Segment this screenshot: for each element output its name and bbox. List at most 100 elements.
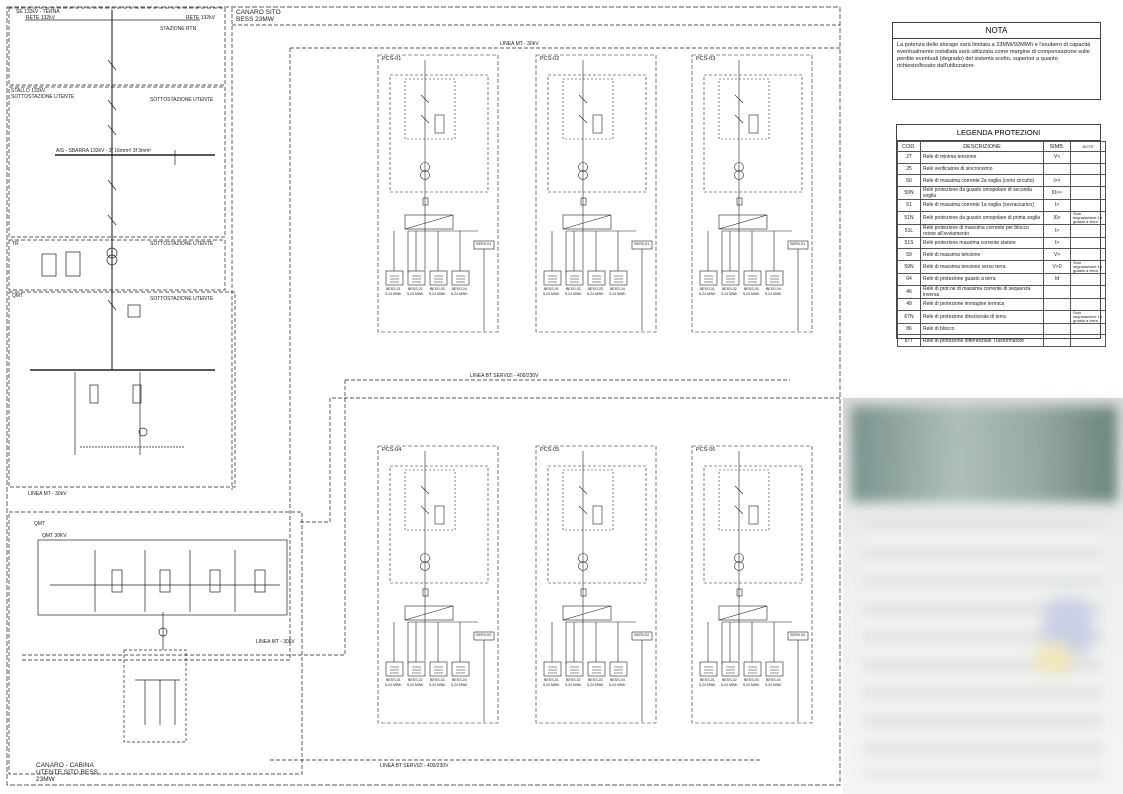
qmt30-label: QMT 30KV [42,533,67,539]
pcs-block [535,54,657,333]
legenda-cod: 59 [897,248,921,262]
legenda-desc: Relè verificatore di sincronismo [920,162,1044,176]
legenda-cod: 27 [897,151,921,164]
bess-label: BESS-01 [700,678,715,682]
legenda-cod: 50N [897,186,921,201]
legenda-note [1070,174,1106,188]
legenda-cod: 51S [897,236,921,250]
bess-label: BESS-02 [408,678,423,682]
pcs-block [377,54,499,333]
legenda-simb [1043,334,1071,347]
legenda-cod: 59N [897,260,921,275]
qmt-label: QMT [12,293,24,299]
stallo-label: STALLO 132kV SOTTOSTAZIONE UTENTE [11,88,75,100]
legenda-cod: 25 [897,162,921,176]
bess-cabinet [385,661,404,677]
legenda-simb [1043,162,1071,176]
bess-label: BESS-04 [610,287,625,291]
bess-capacity: 5,24 MWh [609,683,626,687]
legenda-desc: Relè di protezione guasto a terra [920,273,1044,286]
legenda-simb: I0> [1043,210,1071,225]
bess-cabinet [743,270,762,286]
legenda-note [1070,186,1106,201]
legenda-desc: Relè di massima corrente 2a soglia (cort… [920,174,1044,188]
legenda-note [1070,334,1106,347]
bess-capacity: 5,24 MWh [407,683,424,687]
bess-label: BESS-03 [588,678,603,682]
bess-capacity: 5,24 MWh [765,683,782,687]
pcs-label: PCS-01 [382,56,402,62]
legenda-desc: Relè protezione da guasto omopolare di p… [920,210,1044,225]
bess-cabinet [407,270,426,286]
cabina-bottom-label: CANARO - CABINA UTENTE SITO BESS 23MW [36,762,99,784]
qmt30-frame [37,539,288,616]
bess-label: BESS-02 [408,287,423,291]
bess-capacity: 5,24 MWh [699,292,716,296]
legenda-desc: Relè di protezione direzionale di terra [920,309,1044,324]
qmt-cabina-label: QMT [34,521,46,527]
qmt-small-frame [123,649,187,743]
bess-cabinet [743,661,762,677]
bess-label: BESS-04 [610,678,625,682]
legenda-cod: 64 [897,273,921,286]
legenda-note [1070,151,1106,164]
col-cod: COD. [897,141,921,152]
legenda-note [1070,248,1106,262]
bess-capacity: 5,24 MWh [407,292,424,296]
pcs-label: PCS-02 [540,56,560,62]
bess-label: BESS-01 [386,678,401,682]
legenda-cod: 86 [897,322,921,336]
bess-cabinet [765,270,784,286]
legenda-simb: I>> [1043,174,1071,188]
bess-label: BESS-03 [430,287,445,291]
bess-cabinet [429,270,448,286]
bess-capacity: 5,24 MWh [721,292,738,296]
legenda-note [1070,162,1106,176]
rete-label: RETE 132kV [26,15,55,21]
bess-label: BESS-01 [544,287,559,291]
bess-capacity: 5,24 MWh [565,292,582,296]
bess-capacity: 5,24 MWh [721,683,738,687]
bess-cabinet [699,661,718,677]
legenda-cod: 51L [897,223,921,238]
linea-mt-30kv-label: LINEA MT - 30kV [256,639,295,645]
bess-capacity: 5,24 MWh [765,292,782,296]
linea-bt-label-2: LINEA BT SERVIZI - 400/230V [380,763,449,769]
legenda-note [1070,322,1106,336]
bess-capacity: 5,24 MWh [699,683,716,687]
pcs-block [377,445,499,724]
pcs-label: PCS-04 [382,447,402,453]
legenda-note [1070,236,1106,250]
bess-capacity: 5,24 MWh [543,292,560,296]
bess-label: BESS-02 [566,287,581,291]
sottostazione-label-2: SOTTOSTAZIONE UTENTE [150,241,214,247]
bess-cabinet [565,661,584,677]
col-desc: DESCRIZIONE [920,141,1044,152]
bess-label: BESS-04 [452,678,467,682]
legenda-cod: 50 [897,174,921,188]
bess-capacity: 5,24 MWh [451,683,468,687]
legenda-simb: I> [1043,199,1071,212]
bess-cabinet [385,270,404,286]
legenda-desc: Relè di protezione immagine termica [920,297,1044,311]
sbarra-label: AIS - SBARRA 132kV - 3f 16mm²/ 3f 3mm² [56,148,152,154]
legenda-desc: Relè di massima tensione verso terra [920,260,1044,275]
legenda-simb [1043,284,1071,299]
legenda-desc: Relè di minima tensione [920,151,1044,164]
legenda-desc: Relè di protezione differenziale Trasfor… [920,334,1044,347]
bess-label: BESS-04 [452,287,467,291]
bess-cabinet [587,661,606,677]
stallo-frame [8,86,226,238]
legenda-simb: V> [1043,248,1071,262]
legenda-cod: 51 [897,199,921,212]
